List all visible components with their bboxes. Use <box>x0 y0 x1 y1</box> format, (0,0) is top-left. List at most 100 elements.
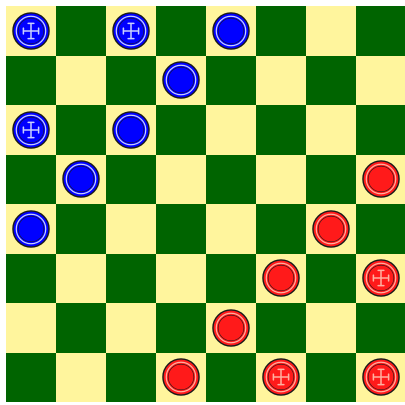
blue-king-piece[interactable] <box>12 111 50 149</box>
blue-king-piece[interactable] <box>112 12 150 50</box>
light-square-r1c5[interactable] <box>256 56 306 106</box>
dark-square-r7c0[interactable] <box>6 353 56 403</box>
light-square-r3c1[interactable] <box>56 155 106 205</box>
light-square-r6c4[interactable] <box>206 303 256 353</box>
red-checker-piece[interactable] <box>162 358 200 396</box>
dark-square-r6c3[interactable] <box>156 303 206 353</box>
light-square-r0c6[interactable] <box>306 6 356 56</box>
blue-king-piece[interactable] <box>12 12 50 50</box>
light-square-r4c6[interactable] <box>306 204 356 254</box>
red-king-piece[interactable] <box>362 358 400 396</box>
red-piece-graphic <box>362 259 400 297</box>
dark-square-r1c0[interactable] <box>6 56 56 106</box>
red-checker-piece[interactable] <box>212 309 250 347</box>
dark-square-r5c4[interactable] <box>206 254 256 304</box>
light-square-r2c6[interactable] <box>306 105 356 155</box>
light-square-r3c5[interactable] <box>256 155 306 205</box>
blue-piece-graphic <box>112 111 150 149</box>
light-square-r6c6[interactable] <box>306 303 356 353</box>
dark-square-r0c7[interactable] <box>356 6 405 56</box>
checkers-board <box>6 6 405 402</box>
light-square-r2c4[interactable] <box>206 105 256 155</box>
light-square-r1c3[interactable] <box>156 56 206 106</box>
dark-square-r4c3[interactable] <box>156 204 206 254</box>
blue-piece-graphic <box>112 12 150 50</box>
light-square-r4c4[interactable] <box>206 204 256 254</box>
light-square-r5c3[interactable] <box>156 254 206 304</box>
light-square-r3c7[interactable] <box>356 155 405 205</box>
blue-checker-piece[interactable] <box>62 160 100 198</box>
dark-square-r7c4[interactable] <box>206 353 256 403</box>
dark-square-r4c5[interactable] <box>256 204 306 254</box>
light-square-r7c3[interactable] <box>156 353 206 403</box>
dark-square-r5c6[interactable] <box>306 254 356 304</box>
dark-square-r0c1[interactable] <box>56 6 106 56</box>
light-square-r5c5[interactable] <box>256 254 306 304</box>
dark-square-r6c5[interactable] <box>256 303 306 353</box>
light-square-r2c0[interactable] <box>6 105 56 155</box>
dark-square-r1c2[interactable] <box>106 56 156 106</box>
dark-square-r3c4[interactable] <box>206 155 256 205</box>
light-square-r0c2[interactable] <box>106 6 156 56</box>
red-king-piece[interactable] <box>262 358 300 396</box>
blue-piece-graphic <box>12 111 50 149</box>
light-square-r1c1[interactable] <box>56 56 106 106</box>
light-square-r6c2[interactable] <box>106 303 156 353</box>
red-king-piece[interactable] <box>362 259 400 297</box>
red-piece-graphic <box>262 259 300 297</box>
light-square-r7c1[interactable] <box>56 353 106 403</box>
light-square-r4c0[interactable] <box>6 204 56 254</box>
light-square-r1c7[interactable] <box>356 56 405 106</box>
dark-square-r7c2[interactable] <box>106 353 156 403</box>
red-checker-piece[interactable] <box>312 210 350 248</box>
light-square-r3c3[interactable] <box>156 155 206 205</box>
red-piece-graphic <box>212 309 250 347</box>
light-square-r0c4[interactable] <box>206 6 256 56</box>
light-square-r0c0[interactable] <box>6 6 56 56</box>
blue-piece-graphic <box>12 12 50 50</box>
light-square-r6c0[interactable] <box>6 303 56 353</box>
dark-square-r2c5[interactable] <box>256 105 306 155</box>
dark-square-r7c6[interactable] <box>306 353 356 403</box>
dark-square-r6c7[interactable] <box>356 303 405 353</box>
blue-checker-piece[interactable] <box>162 61 200 99</box>
piece-inner-disc <box>118 117 144 143</box>
light-square-r5c7[interactable] <box>356 254 405 304</box>
dark-square-r4c1[interactable] <box>56 204 106 254</box>
dark-square-r3c0[interactable] <box>6 155 56 205</box>
blue-checker-piece[interactable] <box>112 111 150 149</box>
light-square-r2c2[interactable] <box>106 105 156 155</box>
red-piece-graphic <box>362 358 400 396</box>
blue-piece-graphic <box>12 210 50 248</box>
red-checker-piece[interactable] <box>362 160 400 198</box>
dark-square-r2c1[interactable] <box>56 105 106 155</box>
blue-piece-graphic <box>212 12 250 50</box>
red-piece-graphic <box>162 358 200 396</box>
light-square-r7c7[interactable] <box>356 353 405 403</box>
red-piece-graphic <box>262 358 300 396</box>
blue-piece-graphic <box>62 160 100 198</box>
dark-square-r1c4[interactable] <box>206 56 256 106</box>
dark-square-r4c7[interactable] <box>356 204 405 254</box>
dark-square-r3c2[interactable] <box>106 155 156 205</box>
dark-square-r0c5[interactable] <box>256 6 306 56</box>
light-square-r5c1[interactable] <box>56 254 106 304</box>
blue-checker-piece[interactable] <box>212 12 250 50</box>
dark-square-r6c1[interactable] <box>56 303 106 353</box>
dark-square-r2c7[interactable] <box>356 105 405 155</box>
dark-square-r3c6[interactable] <box>306 155 356 205</box>
piece-inner-disc <box>168 364 194 390</box>
dark-square-r0c3[interactable] <box>156 6 206 56</box>
light-square-r7c5[interactable] <box>256 353 306 403</box>
red-checker-piece[interactable] <box>262 259 300 297</box>
light-square-r4c2[interactable] <box>106 204 156 254</box>
dark-square-r5c2[interactable] <box>106 254 156 304</box>
blue-piece-graphic <box>162 61 200 99</box>
red-piece-graphic <box>362 160 400 198</box>
red-piece-graphic <box>312 210 350 248</box>
dark-square-r5c0[interactable] <box>6 254 56 304</box>
blue-checker-piece[interactable] <box>12 210 50 248</box>
dark-square-r1c6[interactable] <box>306 56 356 106</box>
dark-square-r2c3[interactable] <box>156 105 206 155</box>
